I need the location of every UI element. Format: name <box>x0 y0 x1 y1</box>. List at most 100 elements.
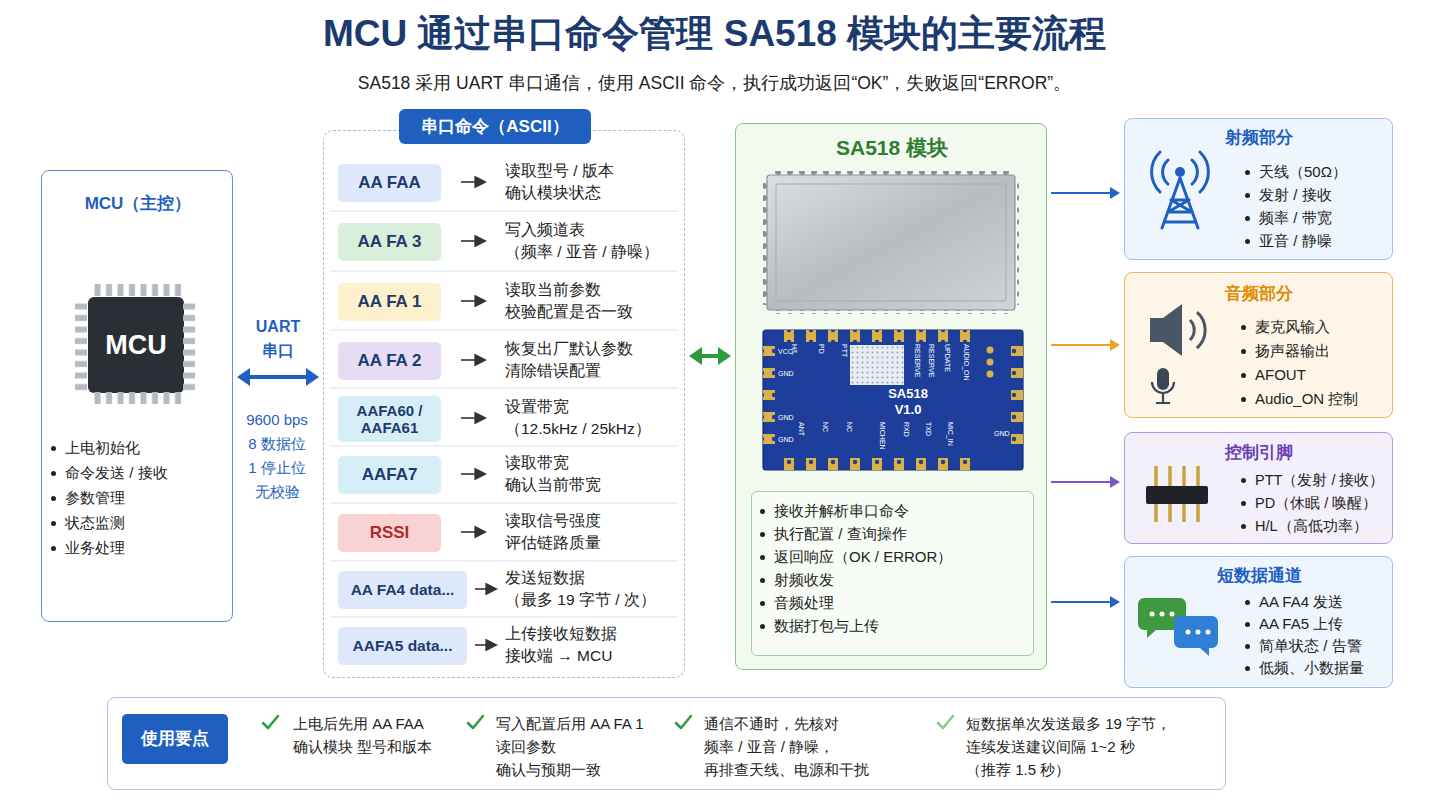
chat-dot <box>1206 630 1211 635</box>
connector <box>689 347 731 365</box>
chip-pins <box>183 301 195 393</box>
command-code: AA FA 2 <box>338 342 441 380</box>
row-divider <box>330 446 678 447</box>
chat-dot <box>1186 630 1191 635</box>
command-description: 上传接收短数据 <box>505 624 683 644</box>
chat-dot <box>1160 612 1165 617</box>
chip-dots <box>850 345 904 385</box>
chip-pins <box>92 392 184 404</box>
pin-name: AUDIO_ON <box>962 344 970 381</box>
bullet-text: AA FA5 上传 <box>1259 614 1389 634</box>
pin-header <box>1146 486 1208 504</box>
arrow-head <box>306 368 319 386</box>
pin-name: GND <box>778 436 808 444</box>
command-code: AA FAA <box>338 164 441 202</box>
pin-name: GND <box>778 370 808 378</box>
bullet-text: 状态监测 <box>65 513 230 533</box>
castellations <box>763 180 771 305</box>
pin-name: RXD <box>902 422 910 437</box>
command-description: 写入频道表 <box>505 220 683 240</box>
chat-bubble <box>1174 616 1218 656</box>
short-data-box: 短数据通道AA FA4 发送AA FA5 上传简单状态 / 告警低频、小数据量 <box>1124 556 1393 688</box>
chip-area <box>850 345 904 385</box>
tip-text: 上电后先用 AA FAA 确认模块 型号和版本 <box>293 712 458 758</box>
radio-wave <box>1192 160 1197 184</box>
header-pin <box>1196 466 1200 522</box>
castellations <box>1011 180 1019 305</box>
bullet-text: 音频处理 <box>774 593 1029 613</box>
panel-tab: 串口命令（ASCII） <box>399 109 591 144</box>
test-pad <box>987 371 994 378</box>
command-description: 接收端 → MCU <box>505 646 683 666</box>
row-arrow <box>461 300 484 302</box>
command-code: RSSI <box>338 514 441 552</box>
test-pad <box>987 359 994 366</box>
radio-wave <box>1163 160 1168 184</box>
bullet-text: 命令发送 / 接收 <box>65 463 230 483</box>
check-mark <box>468 716 483 728</box>
row-arrow <box>461 531 484 533</box>
row-arrow <box>461 181 484 183</box>
chat-dot <box>1150 612 1155 617</box>
command-description: 发送短数据 <box>505 568 683 588</box>
row-arrow <box>475 644 495 646</box>
function-list-box: 接收并解析串口命令执行配置 / 查询操作返回响应（OK / ERROR）射频收发… <box>751 491 1034 656</box>
gold-pads <box>1011 340 1023 450</box>
castellations <box>772 306 1010 314</box>
command-code: AA FA4 data... <box>338 571 467 609</box>
bullet-text: 执行配置 / 查询操作 <box>774 524 1029 544</box>
command-pill: AA FAA <box>338 164 441 202</box>
check-mark <box>263 716 278 728</box>
header-pin <box>1182 466 1186 522</box>
box-heading: SA518 模块 <box>736 135 1048 161</box>
command-pill: AA FA4 data... <box>338 571 467 609</box>
bullet-text: 返回响应（OK / ERROR） <box>774 547 1029 567</box>
header-pin <box>1168 466 1172 522</box>
pin-name: VCC <box>778 348 808 356</box>
command-code: AAFA5 data... <box>338 627 467 665</box>
row-divider <box>330 617 678 618</box>
radio-wave <box>1152 152 1160 192</box>
row-arrow <box>461 473 484 475</box>
command-pill: AAFA7 <box>338 456 441 494</box>
metal-shield <box>767 175 1015 310</box>
box-heading: 射频部分 <box>1179 127 1339 149</box>
speaker-icon <box>1150 304 1182 356</box>
row-arrow <box>461 417 484 419</box>
connector <box>1051 476 1120 488</box>
page-caption: SA518 采用 UART 串口通信，使用 ASCII 命令，执行成功返回“OK… <box>0 70 1429 96</box>
command-pill: AA FA 1 <box>338 283 441 321</box>
command-pill: AA FA 2 <box>338 342 441 380</box>
command-description: 恢复出厂默认参数 <box>505 339 683 359</box>
row-divider <box>330 211 678 212</box>
tip-text: 通信不通时，先核对 频率 / 亚音 / 静噪， 再排查天线、电源和干扰 <box>704 712 872 781</box>
arrow-head <box>237 368 250 386</box>
row-arrow <box>461 359 484 361</box>
command-pill: AA FA 3 <box>338 223 441 261</box>
sound-wave <box>1190 320 1194 340</box>
header-pin <box>1154 466 1158 522</box>
command-code: AAFA7 <box>338 456 441 494</box>
rf-box: 射频部分天线（50Ω）发射 / 接收频率 / 带宽亚音 / 静噪 <box>1124 118 1393 260</box>
command-description: 清除错误配置 <box>505 361 683 381</box>
chat-bubble <box>1138 598 1186 638</box>
box-heading: 音频部分 <box>1179 283 1339 305</box>
command-description: 设置带宽 <box>505 397 683 417</box>
pin-name: PTT <box>840 344 848 357</box>
mic-stand <box>1152 382 1174 403</box>
pin-name: MIC_IN <box>946 422 954 446</box>
connector <box>1051 596 1120 608</box>
sound-wave <box>1197 312 1205 348</box>
chat-dot <box>1170 612 1175 617</box>
arrow-head <box>1110 476 1120 488</box>
bullet-text: 频率 / 带宽 <box>1259 208 1389 228</box>
check-mark <box>676 716 691 728</box>
bullet-text: 天线（50Ω） <box>1259 162 1389 182</box>
bullet-text: 业务处理 <box>65 538 230 558</box>
bullet-text: 参数管理 <box>65 488 230 508</box>
bullet-text: 亚音 / 静噪 <box>1259 231 1389 251</box>
bullet-text: PD（休眠 / 唤醒） <box>1255 493 1391 513</box>
command-description: （最多 19 字节 / 次） <box>505 590 683 610</box>
connector-line <box>248 375 308 379</box>
pin-name: ANT <box>797 422 805 436</box>
